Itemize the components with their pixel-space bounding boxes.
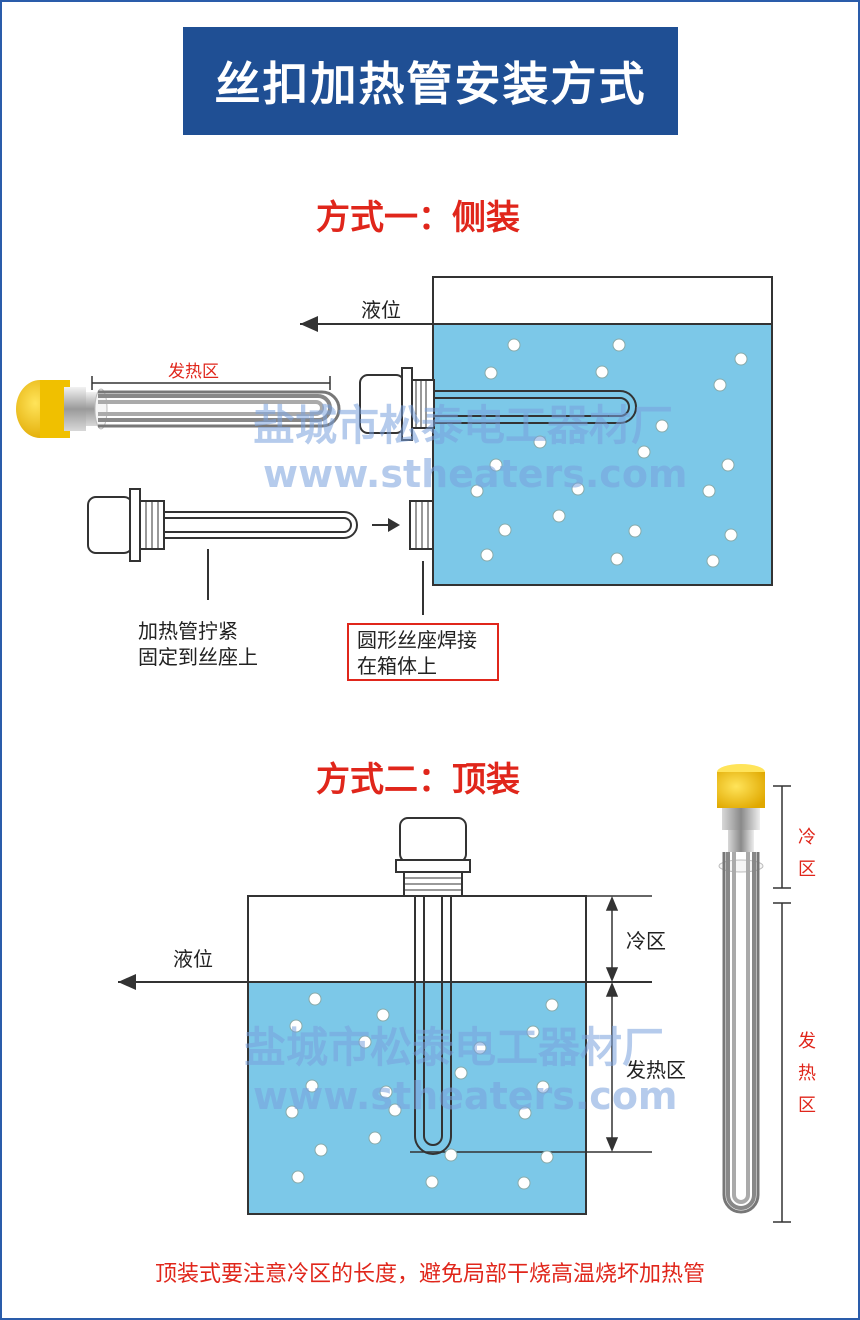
weld-note-box: 圆形丝座焊接 在箱体上 [347,623,499,681]
side-heat-label: 发 热 区 [797,1026,817,1122]
heater-exploded [88,489,357,561]
side-heat-char-1: 发 [797,1026,817,1058]
tank-top-mount [118,896,652,1214]
side-cold-label: 冷 区 [797,822,817,886]
heating-zone-label-2: 发热区 [626,1057,686,1083]
liquid-level-label-1: 液位 [361,297,401,323]
tighten-note: 加热管拧紧 固定到丝座上 [138,618,258,670]
heating-zone-label-1: 发热区 [168,357,219,382]
tighten-note-line1: 加热管拧紧 [138,618,258,644]
side-heat-char-2: 热 [797,1058,817,1090]
cold-zone-label: 冷区 [626,928,666,954]
cold-zone-dimension [607,898,617,980]
thread-seat [410,501,433,549]
tighten-note-line2: 固定到丝座上 [138,644,258,670]
side-heat-char-3: 区 [797,1090,817,1122]
method2-heading: 方式二：顶装 [316,752,520,801]
arrow-insert [372,518,400,532]
heater-photo-horizontal [16,380,339,438]
side-cold-char-2: 区 [797,854,817,886]
heating-zone-dimension-2 [607,984,617,1150]
weld-note-line1: 圆形丝座焊接 [357,627,489,653]
heater-photo-vertical [717,764,765,1212]
side-dimension-lines [773,786,791,1222]
liquid-level-label-2: 液位 [173,946,213,972]
weld-note-line2: 在箱体上 [357,653,489,679]
footer-note: 顶装式要注意冷区的长度，避免局部干烧高温烧坏加热管 [0,1256,860,1288]
side-cold-char-1: 冷 [797,822,817,854]
